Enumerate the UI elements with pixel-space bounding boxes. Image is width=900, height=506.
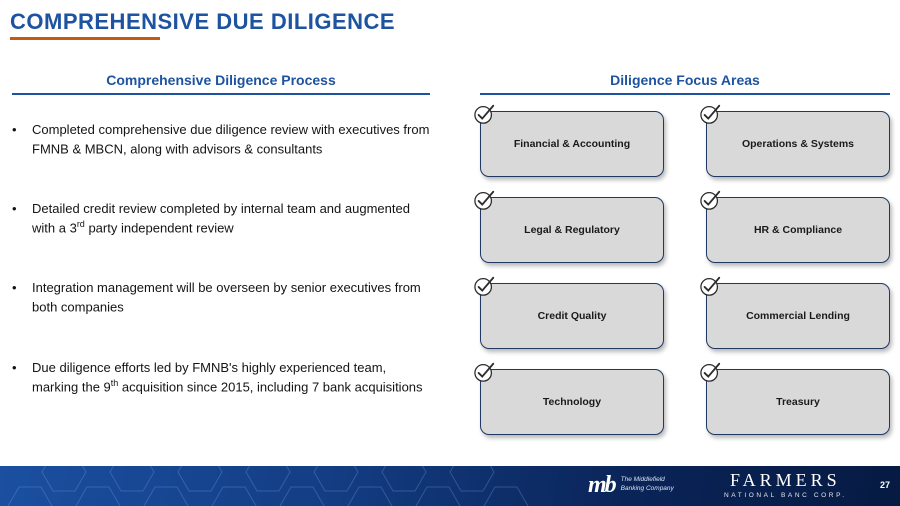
bullet-text: Detailed credit review completed by inte… <box>32 201 410 236</box>
focus-area-label: Technology <box>542 396 602 408</box>
focus-area-box: Operations & Systems <box>700 104 890 177</box>
checkmark-icon <box>474 275 496 297</box>
checkmark-icon <box>700 275 722 297</box>
farmers-logo: FARMERS NATIONAL BANC CORP. <box>724 470 847 499</box>
bullet-text: Integration management will be overseen … <box>32 280 421 315</box>
focus-area-label: Legal & Regulatory <box>524 224 620 236</box>
focus-areas-section: Diligence Focus Areas Financial & Accoun… <box>474 72 890 435</box>
bullet-item: • Detailed credit review completed by in… <box>12 200 430 237</box>
checkmark-icon <box>474 361 496 383</box>
focus-area-box: Technology <box>474 362 664 435</box>
right-section-header: Diligence Focus Areas <box>480 72 890 95</box>
bullet-marker: • <box>12 359 17 375</box>
focus-area-box: Legal & Regulatory <box>474 190 664 263</box>
title-underline <box>10 37 160 40</box>
farmers-name: FARMERS <box>729 470 841 490</box>
bullet-item: • Completed comprehensive due diligence … <box>12 121 430 158</box>
focus-areas-grid: Financial & Accounting Operations & Syst… <box>474 104 890 435</box>
bullet-item: • Integration management will be oversee… <box>12 279 430 316</box>
focus-area-box: HR & Compliance <box>700 190 890 263</box>
page-number: 27 <box>879 480 890 490</box>
left-section-header: Comprehensive Diligence Process <box>12 72 430 95</box>
focus-area-box: Treasury <box>700 362 890 435</box>
diligence-process-section: Comprehensive Diligence Process • Comple… <box>12 72 430 438</box>
bullet-text: Completed comprehensive due diligence re… <box>32 122 430 157</box>
checkmark-icon <box>700 189 722 211</box>
bullet-marker: • <box>12 122 17 137</box>
checkmark-icon <box>700 361 722 383</box>
focus-area-label: Treasury <box>776 396 820 408</box>
focus-area-label: Credit Quality <box>537 310 607 322</box>
focus-area-box: Credit Quality <box>474 276 664 349</box>
middlefield-monogram: mb <box>588 472 617 498</box>
bullet-marker: • <box>12 201 17 217</box>
checkmark-icon <box>700 103 722 125</box>
checkmark-icon <box>474 189 496 211</box>
bullet-text: Due diligence efforts led by FMNB's high… <box>32 359 423 394</box>
bullet-list: • Completed comprehensive due diligence … <box>12 121 430 396</box>
bullet-marker: • <box>12 280 17 296</box>
bullet-item: • Due diligence efforts led by FMNB's hi… <box>12 359 430 396</box>
focus-area-label: Operations & Systems <box>741 138 855 150</box>
focus-area-box: Commercial Lending <box>700 276 890 349</box>
middlefield-logo: mb The Middlefield Banking Company <box>588 473 674 497</box>
footer-band: mb The Middlefield Banking Company FARME… <box>0 466 900 506</box>
farmers-subtitle: NATIONAL BANC CORP. <box>724 491 847 499</box>
middlefield-name: The Middlefield Banking Company <box>620 476 674 492</box>
page-title: COMPREHENSIVE DUE DILIGENCE <box>10 9 396 34</box>
focus-area-label: Commercial Lending <box>746 310 850 322</box>
focus-area-label: Financial & Accounting <box>513 138 631 150</box>
focus-area-label: HR & Compliance <box>753 224 843 236</box>
checkmark-icon <box>474 103 496 125</box>
focus-area-box: Financial & Accounting <box>474 104 664 177</box>
